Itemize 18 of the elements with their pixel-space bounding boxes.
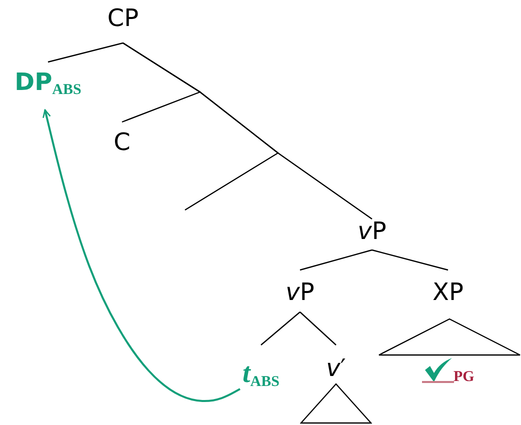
tree-branch (48, 42, 124, 63)
triangle-roof (378, 318, 521, 356)
node-label: t$_{ABS}$ (242, 360, 280, 390)
node-label: DP$_{ABS}$ (14, 70, 82, 98)
tree-branch (300, 249, 372, 271)
node-label: v′ (325, 356, 347, 380)
tree-branch (300, 312, 336, 346)
tree-branch (260, 312, 300, 346)
node-label: vP (356, 219, 388, 243)
tree-branch (122, 42, 372, 220)
movement-arrow (42, 109, 240, 402)
tree-branch (372, 249, 448, 271)
node-label: CP (106, 6, 140, 30)
feature-label: PG (454, 369, 474, 386)
node-label: XP (432, 280, 464, 304)
node-label: vP (284, 280, 316, 304)
triangle-roof (300, 383, 372, 424)
node-label: C (112, 130, 132, 154)
